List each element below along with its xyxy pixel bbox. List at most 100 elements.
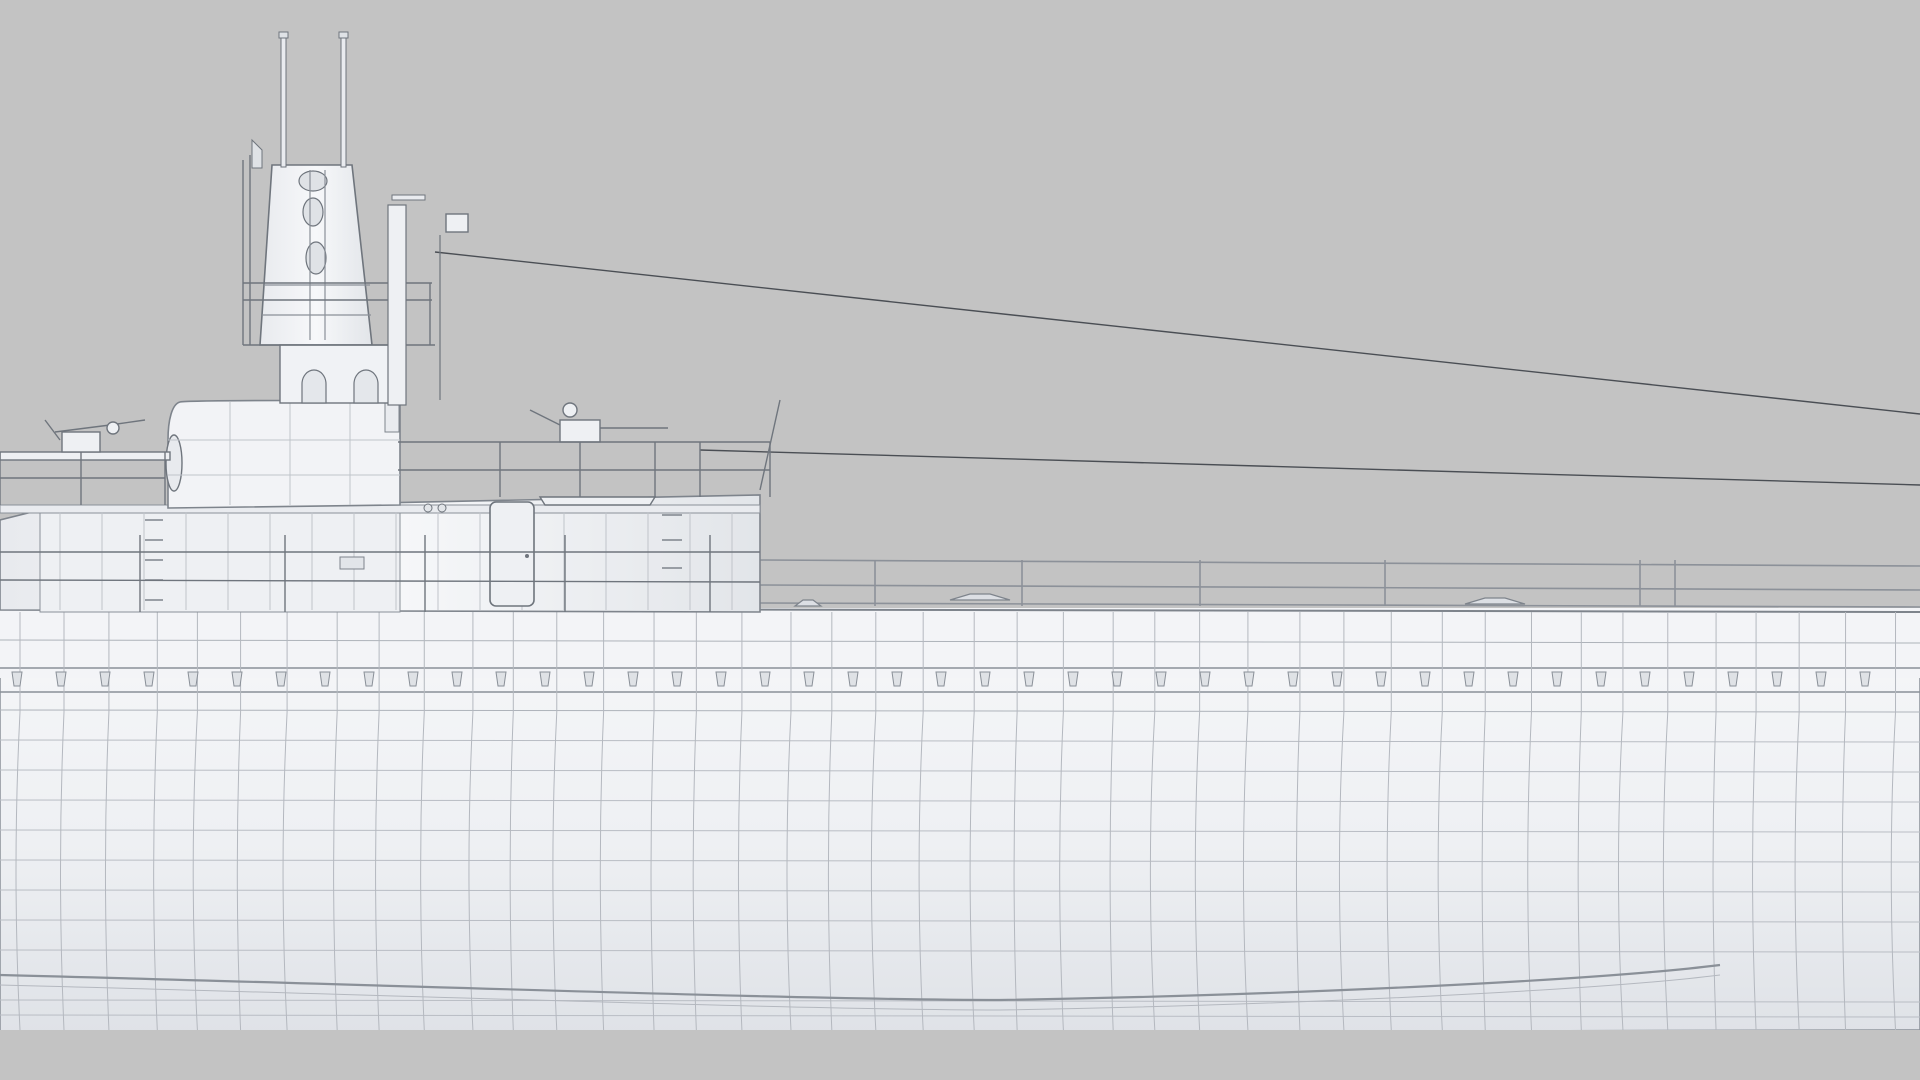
- hull-wire-column: [1662, 612, 1669, 1031]
- flood-port: [319, 671, 331, 687]
- hull-wire-column: [1577, 612, 1582, 1031]
- hull-wire-column: [1481, 612, 1486, 1031]
- hull-wire-row: [0, 859, 1920, 863]
- hull-wire-column: [420, 612, 425, 1031]
- flood-port: [143, 671, 155, 687]
- flood-port: [1507, 671, 1519, 687]
- hull-wire-column: [552, 612, 558, 1031]
- flood-port: [495, 671, 507, 687]
- hull-wire-column: [827, 612, 833, 1031]
- flood-port: [1199, 671, 1211, 687]
- flood-port: [1639, 671, 1651, 687]
- flood-port: [363, 671, 375, 687]
- hull-wire-column: [333, 612, 338, 1031]
- flood-port: [1463, 671, 1475, 687]
- conning-tower: [0, 494, 761, 613]
- flood-port: [1331, 671, 1343, 687]
- hull-wire-column: [1149, 612, 1156, 1031]
- flood-port: [1287, 671, 1299, 687]
- hull-wire-column: [1013, 612, 1018, 1031]
- hull-wire-column: [192, 612, 198, 1031]
- hull-wire-column: [1338, 612, 1345, 1031]
- hull-wire-column: [870, 612, 877, 1031]
- flood-port: [1375, 671, 1387, 687]
- flood-port: [1067, 671, 1079, 687]
- hull-wire-column: [1295, 612, 1301, 1031]
- flood-port: [1683, 671, 1695, 687]
- hull-wire-column: [692, 612, 697, 1031]
- hull-wire-column: [1109, 612, 1114, 1031]
- antenna-cables: [434, 251, 1920, 486]
- hull-wire-row: [0, 799, 1920, 803]
- hull-wire-column: [1890, 612, 1897, 1031]
- flood-port: [1419, 671, 1431, 687]
- flood-port: [187, 671, 199, 687]
- flood-port: [847, 671, 859, 687]
- deck-railing: [759, 559, 1920, 608]
- flood-port: [231, 671, 243, 687]
- flood-port: [1771, 671, 1783, 687]
- flood-port: [627, 671, 639, 687]
- flood-port: [1155, 671, 1167, 687]
- sail-railing: [0, 535, 761, 612]
- forward-gun: [398, 399, 781, 506]
- flood-port: [99, 671, 111, 687]
- hull-wire-column: [153, 612, 158, 1031]
- hull-wire-column: [1527, 612, 1532, 1031]
- hull-wire-row: [0, 829, 1920, 833]
- bridge-cab: [165, 399, 401, 509]
- deck-cleats: [793, 593, 1526, 607]
- flood-port: [759, 671, 771, 687]
- flood-port: [935, 671, 947, 687]
- flood-port: [891, 671, 903, 687]
- flood-port: [1859, 671, 1871, 687]
- hull-wire-column: [1712, 612, 1717, 1031]
- hull-wire-column: [282, 612, 288, 1031]
- hull-wire-column: [737, 612, 743, 1031]
- hull-wire-column: [786, 612, 792, 1031]
- hull-wire-row: [0, 739, 1920, 743]
- hull-wire-column: [509, 612, 514, 1031]
- periscope-shears: [242, 31, 469, 406]
- flood-port: [539, 671, 551, 687]
- flood-port: [671, 671, 683, 687]
- flood-port: [1727, 671, 1739, 687]
- flood-port: [583, 671, 595, 687]
- hull-wire-column: [1617, 612, 1624, 1031]
- aft-gun: [0, 419, 171, 505]
- flood-port: [715, 671, 727, 687]
- hull-wire-column: [468, 612, 474, 1031]
- hull-wire-row: [0, 999, 1920, 1003]
- hull-wire-column: [1841, 612, 1847, 1031]
- hull-wire-column: [1386, 612, 1392, 1031]
- flood-port: [803, 671, 815, 687]
- flood-port: [1595, 671, 1607, 687]
- hull-wire-column: [60, 612, 65, 1031]
- flood-port: [451, 671, 463, 687]
- hull: [0, 607, 1920, 1080]
- flood-port: [55, 671, 67, 687]
- hull-wire-column: [599, 612, 605, 1031]
- flood-port: [1815, 671, 1827, 687]
- hull-wire-column: [1752, 612, 1757, 1031]
- hull-wire-column: [918, 612, 924, 1031]
- flood-port: [11, 671, 23, 687]
- flood-port: [1111, 671, 1123, 687]
- hull-wire-row: [0, 889, 1920, 893]
- hull-wire-row: [0, 1014, 1920, 1018]
- flood-port: [1243, 671, 1255, 687]
- hull-wire-column: [236, 612, 242, 1031]
- hull-wire-row: [0, 949, 1920, 953]
- flood-port: [1023, 671, 1035, 687]
- hull-wire-column: [1794, 612, 1800, 1031]
- flood-port: [407, 671, 419, 687]
- flood-port: [979, 671, 991, 687]
- flood-port: [1551, 671, 1563, 687]
- flood-port: [275, 671, 287, 687]
- hull-wire-column: [1194, 612, 1201, 1031]
- hull-wire-row: [0, 769, 1920, 773]
- hull-wire-column: [1059, 612, 1064, 1031]
- hull-wire-column: [1242, 612, 1249, 1031]
- hull-wire-column: [969, 612, 975, 1031]
